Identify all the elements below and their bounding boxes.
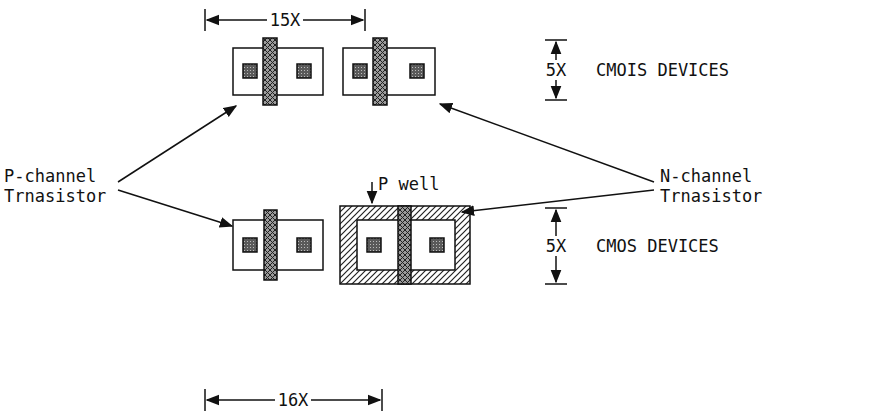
- dimension-line: [205, 389, 382, 411]
- transistor-label: N-channel Trnasistor: [660, 166, 772, 207]
- device-row-label: CMOS DEVICES: [596, 236, 719, 256]
- dimension-label: 5X: [543, 60, 569, 80]
- dimension-label: 5X: [543, 236, 569, 256]
- leader-line: [118, 104, 654, 226]
- n-channel-transistor: [343, 38, 435, 105]
- dimension-line: [205, 9, 365, 31]
- p-channel-transistor: [233, 38, 323, 105]
- p-channel-transistor: [233, 210, 323, 280]
- device-row-label: CMOIS DEVICES: [596, 60, 729, 80]
- transistor-label: P-channel Trnasistor: [4, 166, 116, 207]
- dimension-label: 16X: [275, 390, 312, 410]
- p-well-transistor: [340, 206, 470, 284]
- dimension-label: 15X: [267, 10, 304, 30]
- well-label: P well: [378, 174, 439, 194]
